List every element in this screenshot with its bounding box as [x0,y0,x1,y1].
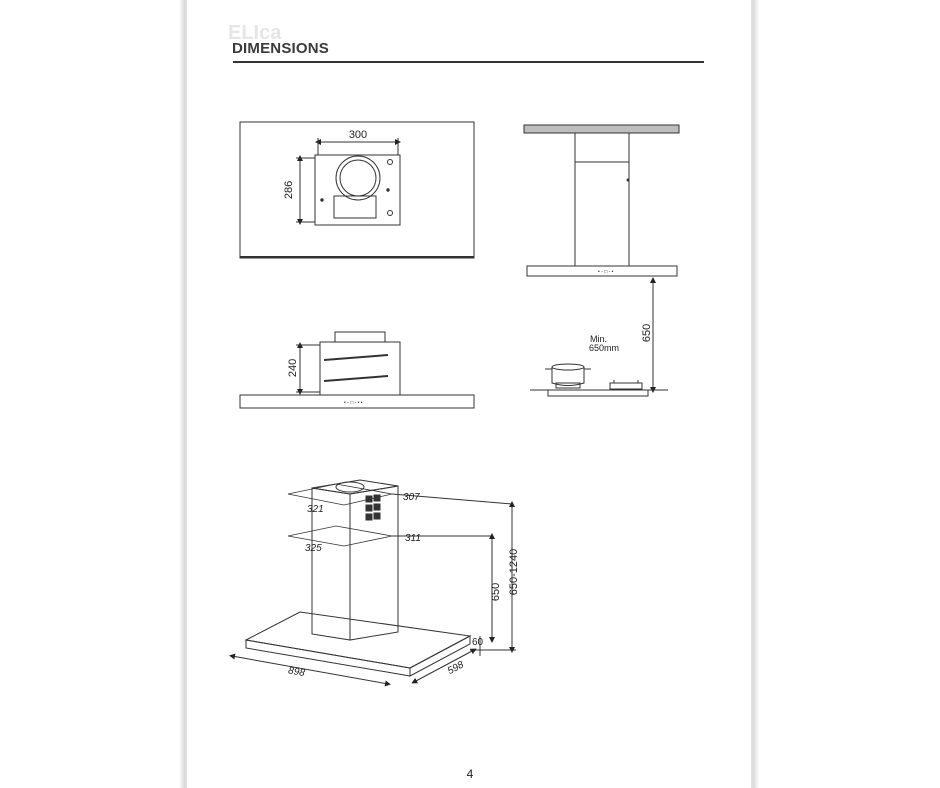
canopy-side [409,635,471,677]
iso-height-range-label: 650-1240 [508,549,520,596]
iso-chimney-bottom-side-label: 311 [405,533,421,544]
front-view [239,331,475,409]
front-view-height-label: 240 [287,359,299,377]
page-shadow-right [751,0,759,788]
chimney-plate [314,154,401,226]
min-note-line2: 650mm [589,343,619,353]
min-note-line1: Min. [590,334,607,344]
page-shadow-left [179,0,187,788]
side-view [523,124,680,397]
section-title: DIMENSIONS [232,40,330,57]
front-canopy [239,394,475,409]
top-view [239,121,475,259]
front-chimney [319,341,401,396]
side-view-clearance-label: 650 [641,324,653,342]
page-number: 4 [466,767,474,781]
iso-chimney-top-side-label: 307 [403,492,420,503]
chimney-side-face [349,485,399,641]
iso-canopy-thickness-label: 60 [472,637,484,648]
front-top-box [334,331,386,343]
iso-height-label: 650 [490,583,502,601]
title-rule [233,61,704,63]
top-view-depth-label: 286 [283,181,295,199]
duct-opening [335,155,381,201]
iso-canopy-depth-label: 598 [446,659,466,677]
side-control-dots: • - □ - • [598,269,614,275]
canopy-side [526,265,678,277]
top-view-width-label: 300 [349,129,367,141]
front-control-dots: • - □ - • • [344,400,363,406]
iso-canopy-width-label: 898 [287,665,306,679]
iso-chimney-top-front-label: 321 [307,504,324,515]
header-watermark: ELIca [228,22,282,44]
iso-chimney-bottom-front-label: 325 [305,543,322,554]
canopy-front [245,639,411,677]
ceiling-plate [523,124,680,134]
chimney-body [574,132,630,267]
isometric-view [229,479,516,687]
motor-box [333,195,377,219]
